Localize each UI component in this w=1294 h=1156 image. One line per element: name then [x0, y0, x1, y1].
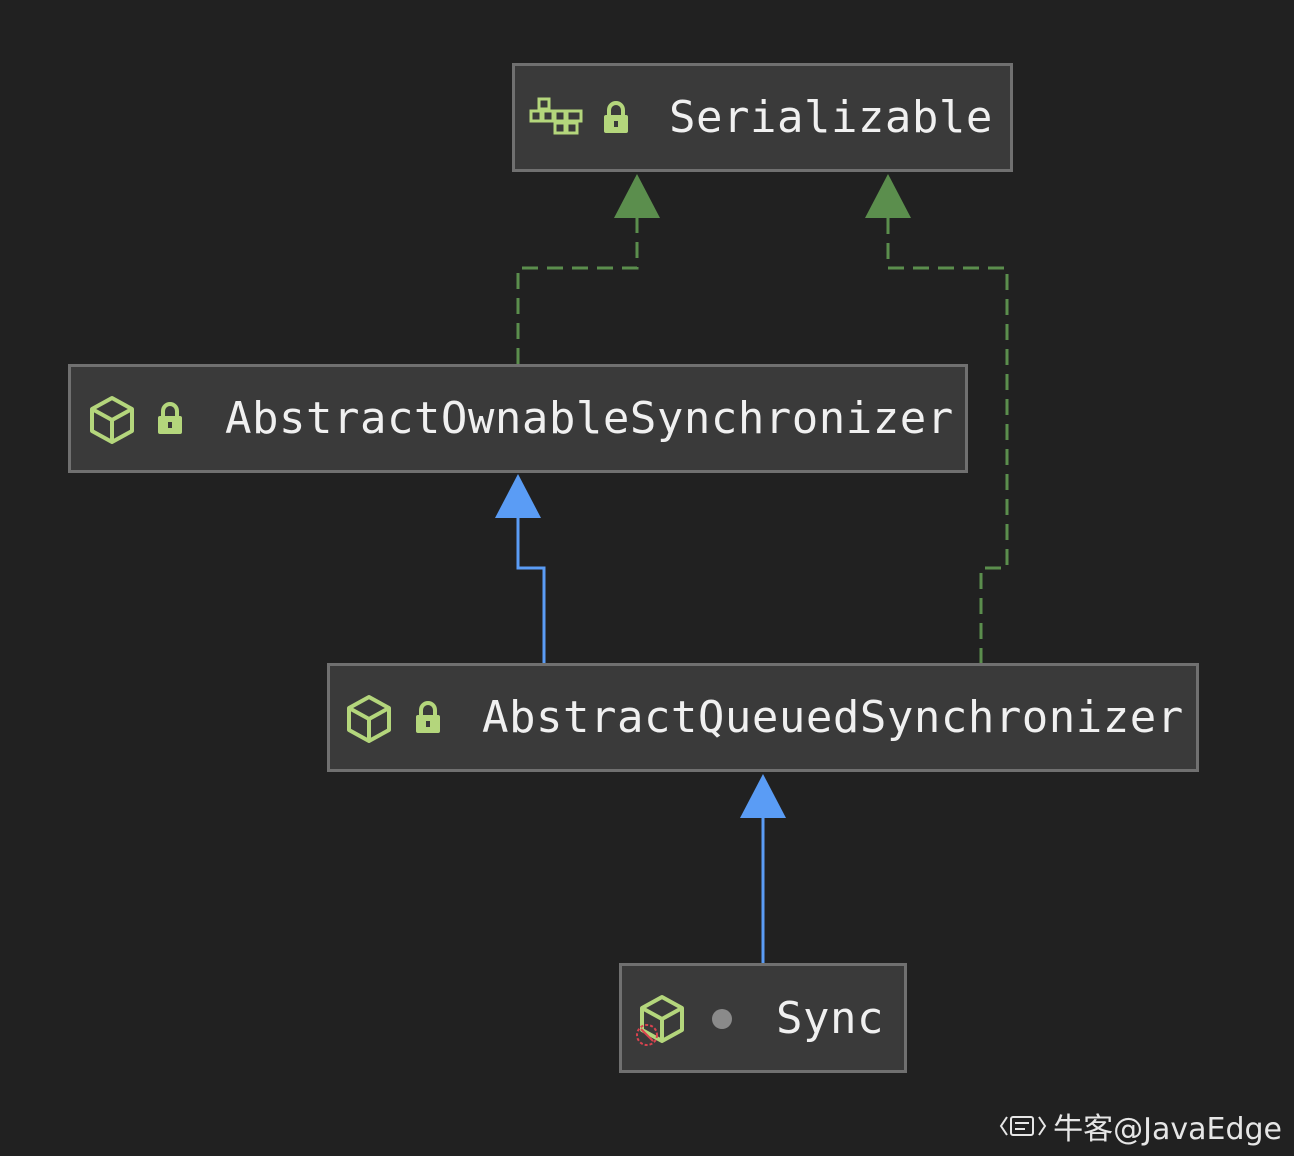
- edge-aqs-extends-aos: [516, 516, 546, 664]
- nowcoder-logo-icon: [999, 1116, 1047, 1136]
- interface-icon: [529, 97, 583, 135]
- node-label: Serializable: [669, 92, 993, 143]
- arrowhead-serializable-right: [865, 174, 911, 218]
- lock-icon: [604, 101, 628, 133]
- node-serializable[interactable]: Serializable: [512, 63, 1013, 172]
- abstract-marker-icon: [636, 1024, 658, 1046]
- node-label: AbstractOwnableSynchronizer: [225, 393, 954, 444]
- node-label: Sync: [776, 992, 884, 1044]
- watermark: 牛客@JavaEdge: [999, 1104, 1282, 1148]
- node-abstract-queued-synchronizer[interactable]: AbstractQueuedSynchronizer: [327, 663, 1199, 772]
- class-cube-icon: [347, 695, 391, 743]
- edge-aqs-implements-serializable: [886, 216, 1009, 664]
- class-cube-icon: [640, 995, 684, 1043]
- arrowhead-aqs: [740, 774, 786, 818]
- node-sync[interactable]: Sync: [619, 963, 907, 1073]
- node-abstract-ownable-synchronizer[interactable]: AbstractOwnableSynchronizer: [68, 364, 968, 473]
- package-private-dot-icon: [712, 1009, 732, 1029]
- edge-aos-implements-serializable: [516, 216, 639, 364]
- node-label: AbstractQueuedSynchronizer: [482, 692, 1184, 743]
- class-cube-icon: [90, 396, 134, 444]
- arrowhead-aos: [495, 474, 541, 518]
- lock-icon: [416, 701, 440, 733]
- lock-icon: [158, 402, 182, 434]
- arrowhead-serializable-left: [614, 174, 660, 218]
- watermark-text: 牛客@JavaEdge: [1053, 1112, 1282, 1147]
